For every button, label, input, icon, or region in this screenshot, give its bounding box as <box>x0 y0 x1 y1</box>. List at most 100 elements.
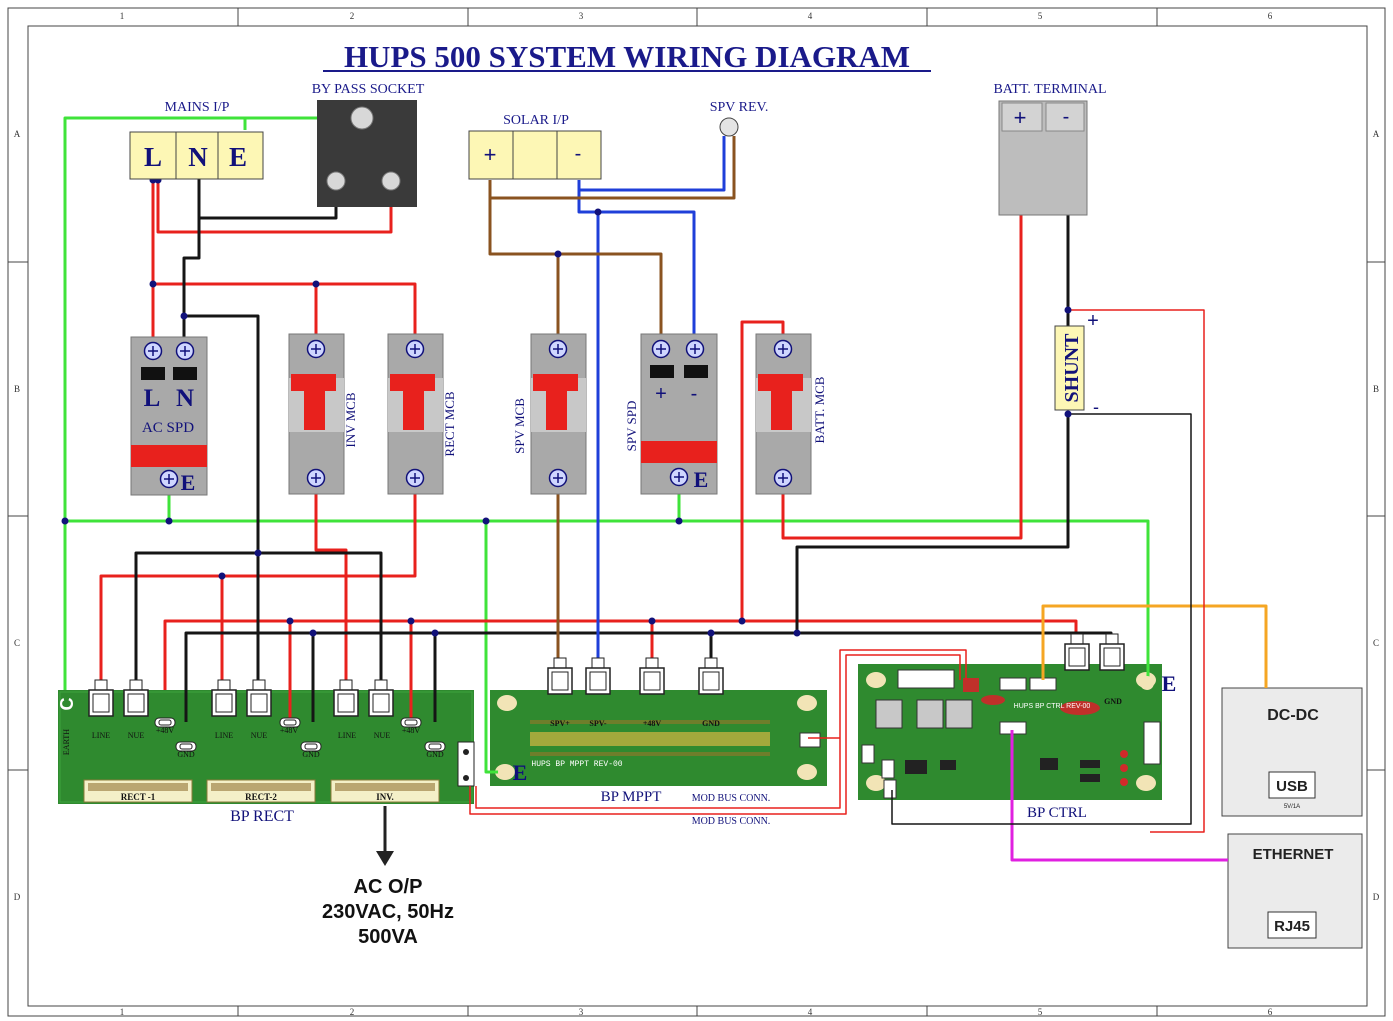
rect-slot-label: INV. <box>376 792 394 802</box>
row-label-left: B <box>14 384 20 394</box>
ring-lug-icon <box>154 717 176 728</box>
col-label-top: 2 <box>350 11 355 21</box>
mod-bus-label-1: MOD BUS CONN. <box>692 793 771 804</box>
screw-terminal-icon <box>548 468 568 488</box>
shunt-label: SHUNT <box>1061 333 1083 403</box>
bypass-socket: BY PASS SOCKET <box>312 82 425 207</box>
col-label-bottom: 1 <box>120 1007 125 1017</box>
screw-terminal-icon <box>175 341 195 361</box>
screw-terminal-icon <box>669 467 689 487</box>
mains-ip-label: MAINS I/P <box>165 100 230 115</box>
mains-e: E <box>229 142 247 172</box>
diagram-title: HUPS 500 SYSTEM WIRING DIAGRAM <box>344 39 910 74</box>
col-label-top: 3 <box>579 11 584 21</box>
bp-rect-label: BP RECT <box>230 808 294 825</box>
rect-terminal-label: +48V <box>156 726 175 735</box>
row-label-left: C <box>14 638 20 648</box>
inv-mcb: INV MCB <box>288 333 358 495</box>
rect-terminal-label: GND <box>302 750 320 759</box>
usb-label: USB <box>1276 778 1308 795</box>
screw-terminal-icon <box>773 468 793 488</box>
board-lugs <box>88 633 1125 752</box>
lug-terminal-icon <box>1064 633 1090 671</box>
ctrl-gnd-label: GND <box>1104 697 1122 706</box>
col-label-bottom: 5 <box>1038 1007 1043 1017</box>
solar-minus: - <box>575 143 582 165</box>
col-label-bottom: 2 <box>350 1007 355 1017</box>
col-label-bottom: 3 <box>579 1007 584 1017</box>
col-label-top: 1 <box>120 11 125 21</box>
ethernet-module: ETHERNET RJ45 <box>1227 833 1363 949</box>
row-label-right: B <box>1373 384 1379 394</box>
lug-terminal-icon <box>698 657 724 695</box>
screw-terminal-icon <box>651 339 671 359</box>
col-label-bottom: 4 <box>808 1007 813 1017</box>
mains-l: L <box>144 142 162 172</box>
bp-ctrl-label: BP CTRL <box>1027 805 1087 821</box>
ctrl-board-text: HUPS BP CTRL REV-00 <box>1014 703 1091 710</box>
earth-mark: C <box>57 698 77 711</box>
rect-mcb-label: RECT MCB <box>442 391 457 456</box>
shunt-minus: - <box>1093 397 1099 417</box>
rect-terminal-label: LINE <box>215 731 233 740</box>
ac-output: AC O/P 230VAC, 50Hz 500VA <box>322 806 454 948</box>
ring-lug-icon <box>400 717 422 728</box>
lug-terminal-icon <box>1099 633 1125 671</box>
rect-terminal-label: LINE <box>338 731 356 740</box>
spv-spd-minus: - <box>691 383 698 405</box>
screw-terminal-icon <box>143 341 163 361</box>
wires <box>63 116 1268 862</box>
battery-terminal: BATT. TERMINAL + - <box>993 82 1107 216</box>
spv-rev-indicator: SPV REV. <box>710 100 769 137</box>
ac-op-line3: 500VA <box>358 926 418 948</box>
solar-plus: + <box>484 142 497 167</box>
rj45-port <box>1267 911 1317 939</box>
lug-terminal-icon <box>88 679 114 717</box>
mppt-terminal-labels: SPV+ SPV- +48V GND <box>550 719 720 728</box>
rect-slot-label: RECT -1 <box>121 792 156 802</box>
col-label-top: 6 <box>1268 11 1273 21</box>
rect-terminal-label: GND <box>177 750 195 759</box>
rect-terminal-label: NUE <box>374 731 391 740</box>
bypass-socket-label: BY PASS SOCKET <box>312 82 425 97</box>
bp-ctrl-board: HUPS BP CTRL REV-00 <box>858 664 1162 800</box>
ctrl-e: E <box>1162 671 1177 696</box>
wire-junctions <box>61 176 1072 637</box>
row-label-right: C <box>1373 638 1379 648</box>
rect-terminal-label: LINE <box>92 731 110 740</box>
col-label-top: 5 <box>1038 11 1043 21</box>
screw-terminal-icon <box>306 468 326 488</box>
spv-mcb-label: SPV MCB <box>512 398 527 454</box>
ring-lug-icon <box>175 741 197 752</box>
ac-spd-e: E <box>181 470 196 495</box>
bp-mppt-board: HUPS BP MPPT REV-00 <box>490 690 827 786</box>
rect-mcb: RECT MCB <box>387 333 457 495</box>
screw-terminal-icon <box>548 339 568 359</box>
mains-n: N <box>188 142 208 172</box>
mppt-terminal-label: GND <box>702 719 720 728</box>
lug-terminal-icon <box>123 679 149 717</box>
row-label-left: A <box>14 129 21 139</box>
mppt-terminal-label: +48V <box>643 719 662 728</box>
batt-mcb: BATT. MCB <box>755 333 827 495</box>
screw-terminal-icon <box>405 339 425 359</box>
rect-terminal-label: +48V <box>280 726 299 735</box>
row-label-left: D <box>14 892 21 902</box>
batt-terminal-label: BATT. TERMINAL <box>993 82 1106 97</box>
screw-terminal-icon <box>773 339 793 359</box>
solar-ip-label: SOLAR I/P <box>503 113 569 128</box>
ac-op-line1: AC O/P <box>354 876 423 898</box>
drawing-frame: 1 2 3 4 5 6 1 2 3 4 5 6 A B C D A B C D <box>7 7 1386 1017</box>
col-label-bottom: 6 <box>1268 1007 1273 1017</box>
rect-terminal-label: +48V <box>402 726 421 735</box>
batt-mcb-label: BATT. MCB <box>812 376 827 443</box>
lug-terminal-icon <box>246 679 272 717</box>
solar-ip-terminal: SOLAR I/P + - <box>468 113 602 180</box>
spv-mcb: SPV MCB <box>512 333 587 495</box>
col-label-top: 4 <box>808 11 813 21</box>
rect-slot-label: RECT-2 <box>245 792 277 802</box>
spv-rev-label: SPV REV. <box>710 100 769 115</box>
shunt-plus: + <box>1087 310 1099 332</box>
ring-lug-icon <box>300 741 322 752</box>
